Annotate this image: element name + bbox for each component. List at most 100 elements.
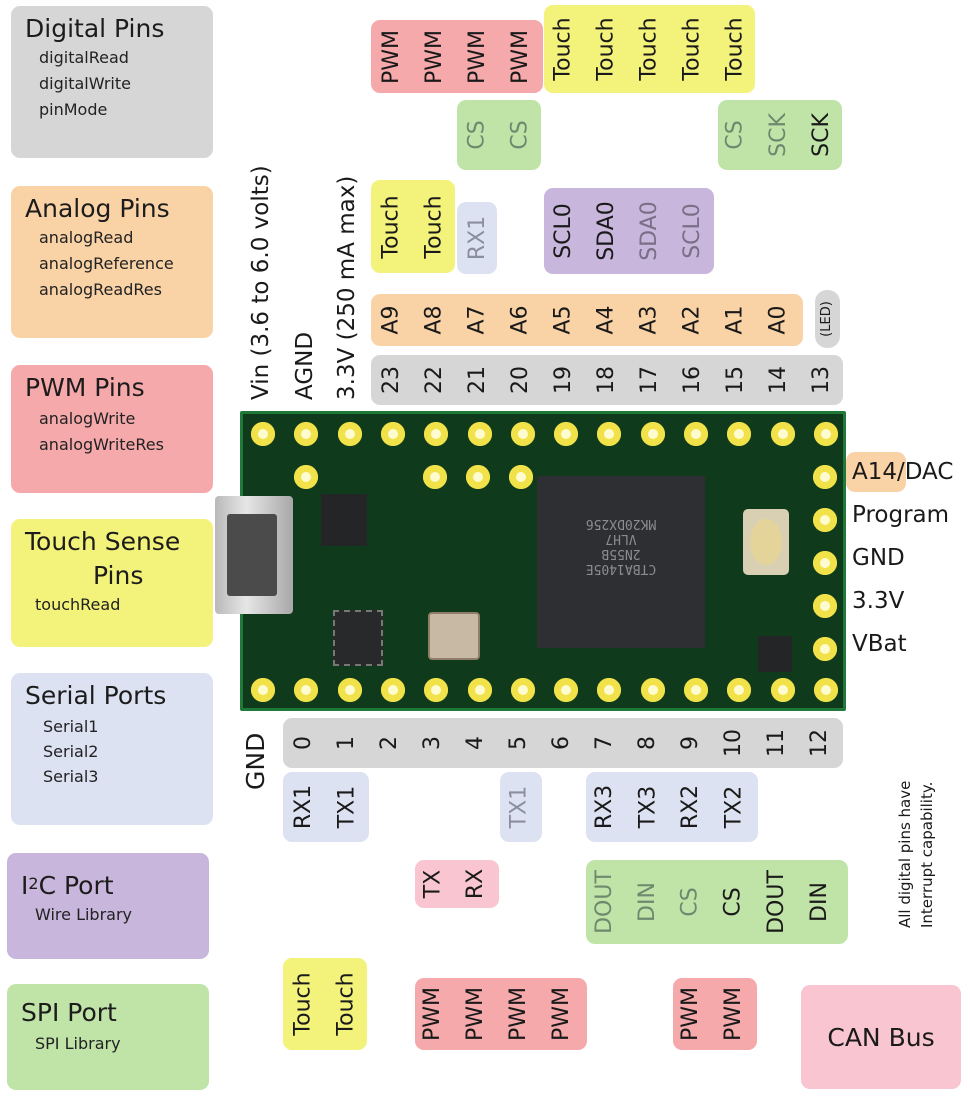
top-touch-label: Touch bbox=[672, 5, 714, 93]
usb-connector bbox=[215, 496, 293, 614]
legend-analog-pins: Analog Pins analogRead analogReference a… bbox=[11, 186, 213, 338]
analog-pin-label-text: A1 bbox=[725, 305, 747, 334]
top-touch-label: Touch bbox=[629, 5, 671, 93]
right-pin-label: GND bbox=[852, 544, 905, 572]
pin-pad bbox=[294, 422, 318, 446]
bottom-pin-number-text: 7 bbox=[594, 736, 616, 750]
pin-pad bbox=[554, 422, 578, 446]
pin-pad bbox=[509, 465, 533, 489]
bottom-pin-number: 8 bbox=[627, 718, 669, 768]
top-touch-label-text: Touch bbox=[596, 17, 618, 80]
top-sck-label-text: SCK bbox=[811, 113, 833, 157]
top-pin-number-text: 21 bbox=[467, 366, 489, 394]
bottom-pin-number: 7 bbox=[584, 718, 626, 768]
top-pin-number: 13 bbox=[801, 355, 843, 405]
bottom-pwm-label: PWM bbox=[541, 978, 583, 1050]
top-pin-number-text: 18 bbox=[596, 366, 618, 394]
top-touch2-label: Touch bbox=[371, 180, 413, 273]
small-chip bbox=[333, 610, 383, 666]
top-cs-label: CS bbox=[457, 100, 499, 170]
legend-title: Digital Pins bbox=[25, 14, 213, 44]
top-pin-number-text: 17 bbox=[639, 366, 661, 394]
top-touch-label: Touch bbox=[543, 5, 585, 93]
pin-pad bbox=[251, 422, 275, 446]
top-touch-label-text: Touch bbox=[639, 17, 661, 80]
bottom-pin-number: 2 bbox=[369, 718, 411, 768]
serial-label-text: RX3 bbox=[594, 785, 616, 829]
top-pin-number: 21 bbox=[457, 355, 499, 405]
bottom-pwm-label: PWM bbox=[670, 978, 712, 1050]
pin-pad bbox=[424, 422, 448, 446]
pin-pad bbox=[727, 422, 751, 446]
usb-port-opening bbox=[227, 514, 277, 596]
chip-marking: CTBA1405E2N55BVLH7MK20DX256 bbox=[557, 516, 685, 576]
chip-marking-line: CTBA1405E bbox=[557, 561, 685, 576]
legend-function: analogWriteRes bbox=[39, 435, 213, 454]
pin-pad bbox=[813, 594, 837, 618]
top-cs-label: CS bbox=[715, 100, 757, 170]
bottom-pin-number: 6 bbox=[541, 718, 583, 768]
top-sck-label: SCK bbox=[758, 100, 800, 170]
bottom-gnd-label: GND bbox=[243, 733, 269, 790]
can-pin-label-text: RX bbox=[465, 869, 487, 899]
bottom-pin-number-text: 2 bbox=[379, 736, 401, 750]
pin-pad bbox=[554, 678, 578, 702]
legend-function: Serial1 bbox=[43, 717, 213, 736]
analog-pin-label: A6 bbox=[500, 294, 542, 346]
top-pin-number: 14 bbox=[758, 355, 800, 405]
legend-title-suffix: C Port bbox=[39, 871, 114, 900]
v33-label: 3.3V (250 mA max) bbox=[334, 176, 360, 400]
bottom-pwm-label: PWM bbox=[412, 978, 454, 1050]
legend-function: pinMode bbox=[39, 100, 213, 119]
bottom-pwm-label: PWM bbox=[713, 978, 755, 1050]
top-pin-number-text: 16 bbox=[682, 366, 704, 394]
pin-pad bbox=[423, 465, 447, 489]
bottom-pin-number: 12 bbox=[799, 718, 841, 768]
legend-title: Serial Ports bbox=[25, 681, 213, 711]
program-button[interactable] bbox=[743, 509, 789, 575]
pin-pad bbox=[338, 678, 362, 702]
spi-label-text: DOUT bbox=[766, 870, 788, 934]
top-touch2-label-text: Touch bbox=[424, 195, 446, 258]
pin-pad bbox=[381, 678, 405, 702]
led-label-text: (LED) bbox=[816, 301, 838, 337]
pin-pad bbox=[813, 465, 837, 489]
right-pin-label: Program bbox=[852, 501, 949, 529]
bottom-pwm-label-text: PWM bbox=[422, 987, 444, 1041]
spi-label: CS bbox=[713, 860, 755, 944]
top-cs-label-text: CS bbox=[467, 120, 489, 149]
top-i2c-label-text: SDA0 bbox=[639, 201, 661, 261]
top-pin-number: 17 bbox=[629, 355, 671, 405]
can-pin-label: RX bbox=[455, 860, 497, 908]
top-i2c-label: SCL0 bbox=[543, 188, 585, 274]
legend-function: digitalWrite bbox=[39, 74, 213, 93]
top-pin-number-text: 15 bbox=[725, 366, 747, 394]
analog-pin-label-text: A2 bbox=[682, 305, 704, 334]
top-i2c-label: SDA0 bbox=[629, 188, 671, 274]
serial-label: TX1 bbox=[498, 772, 540, 842]
interrupt-note-line1: All digital pins have bbox=[896, 781, 915, 928]
analog-pin-label: A0 bbox=[758, 294, 800, 346]
legend-title: SPI Port bbox=[21, 998, 209, 1028]
bottom-pwm-label-text: PWM bbox=[680, 987, 702, 1041]
program-button-cap[interactable] bbox=[750, 519, 782, 565]
analog-pin-label: A1 bbox=[715, 294, 757, 346]
small-ic-right bbox=[758, 636, 792, 672]
bottom-pin-number-text: 11 bbox=[766, 729, 788, 757]
spi-label-text: DIN bbox=[809, 882, 831, 922]
serial-label-text: TX2 bbox=[723, 786, 745, 829]
serial-label-text: TX1 bbox=[508, 786, 530, 829]
pin-pad bbox=[814, 422, 838, 446]
top-touch-label: Touch bbox=[715, 5, 757, 93]
top-sck-label-text: SCK bbox=[768, 113, 790, 157]
top-pin-number: 19 bbox=[543, 355, 585, 405]
bottom-pwm-label-text: PWM bbox=[551, 987, 573, 1041]
pin-pad bbox=[684, 422, 708, 446]
bottom-touch-label: Touch bbox=[326, 958, 368, 1050]
top-touch-label-text: Touch bbox=[725, 17, 747, 80]
top-touch-label-text: Touch bbox=[553, 17, 575, 80]
bottom-pin-number: 1 bbox=[326, 718, 368, 768]
bottom-pin-number: 9 bbox=[670, 718, 712, 768]
spi-label-text: DOUT bbox=[594, 870, 616, 934]
spi-label: DIN bbox=[627, 860, 669, 944]
